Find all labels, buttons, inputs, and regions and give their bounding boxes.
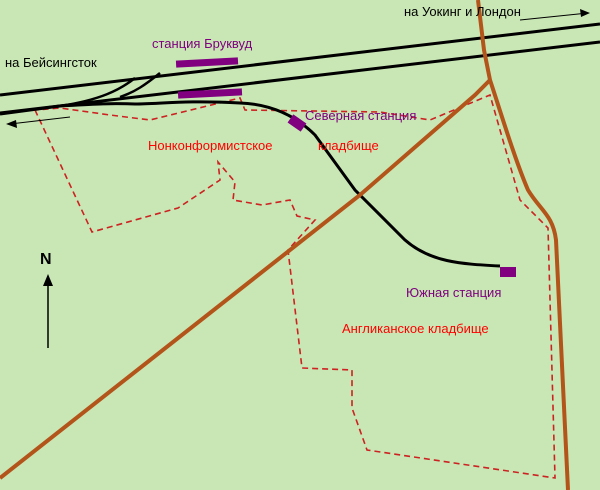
north-arrow-icon	[43, 274, 53, 348]
railway-track-south	[0, 40, 600, 115]
nonconformist-cemetery-label-line2: кладбище	[318, 138, 379, 153]
north-station-platform	[287, 114, 307, 132]
to-basingstoke-label: на Бейсингсток	[5, 55, 97, 70]
direction-arrow-icon	[6, 116, 71, 128]
cemetery-boundary	[33, 93, 556, 479]
nonconformist-cemetery-label-line1: Нонконформистское	[148, 138, 273, 153]
to-woking-london-label: на Уокинг и Лондон	[404, 4, 521, 19]
necropolis-branch-line	[0, 100, 501, 268]
branch-junction	[59, 77, 136, 108]
south-station-platform	[500, 267, 516, 277]
north-station-label: Северная станция	[305, 108, 417, 123]
brookwood-station-platform-1	[175, 57, 239, 68]
anglican-cemetery-label: Англиканское кладбище	[342, 321, 489, 336]
road-diagonal	[0, 78, 492, 480]
brookwood-station-platform-2	[177, 88, 243, 99]
north-arrow-label: N	[40, 251, 52, 268]
railway-track-north	[0, 22, 600, 97]
branch-junction-2	[119, 72, 161, 99]
brookwood-station-label: станция Бруквуд	[152, 36, 253, 51]
south-station-label: Южная станция	[406, 285, 502, 300]
direction-arrow-icon	[519, 9, 590, 21]
road-north-south	[476, 0, 570, 490]
